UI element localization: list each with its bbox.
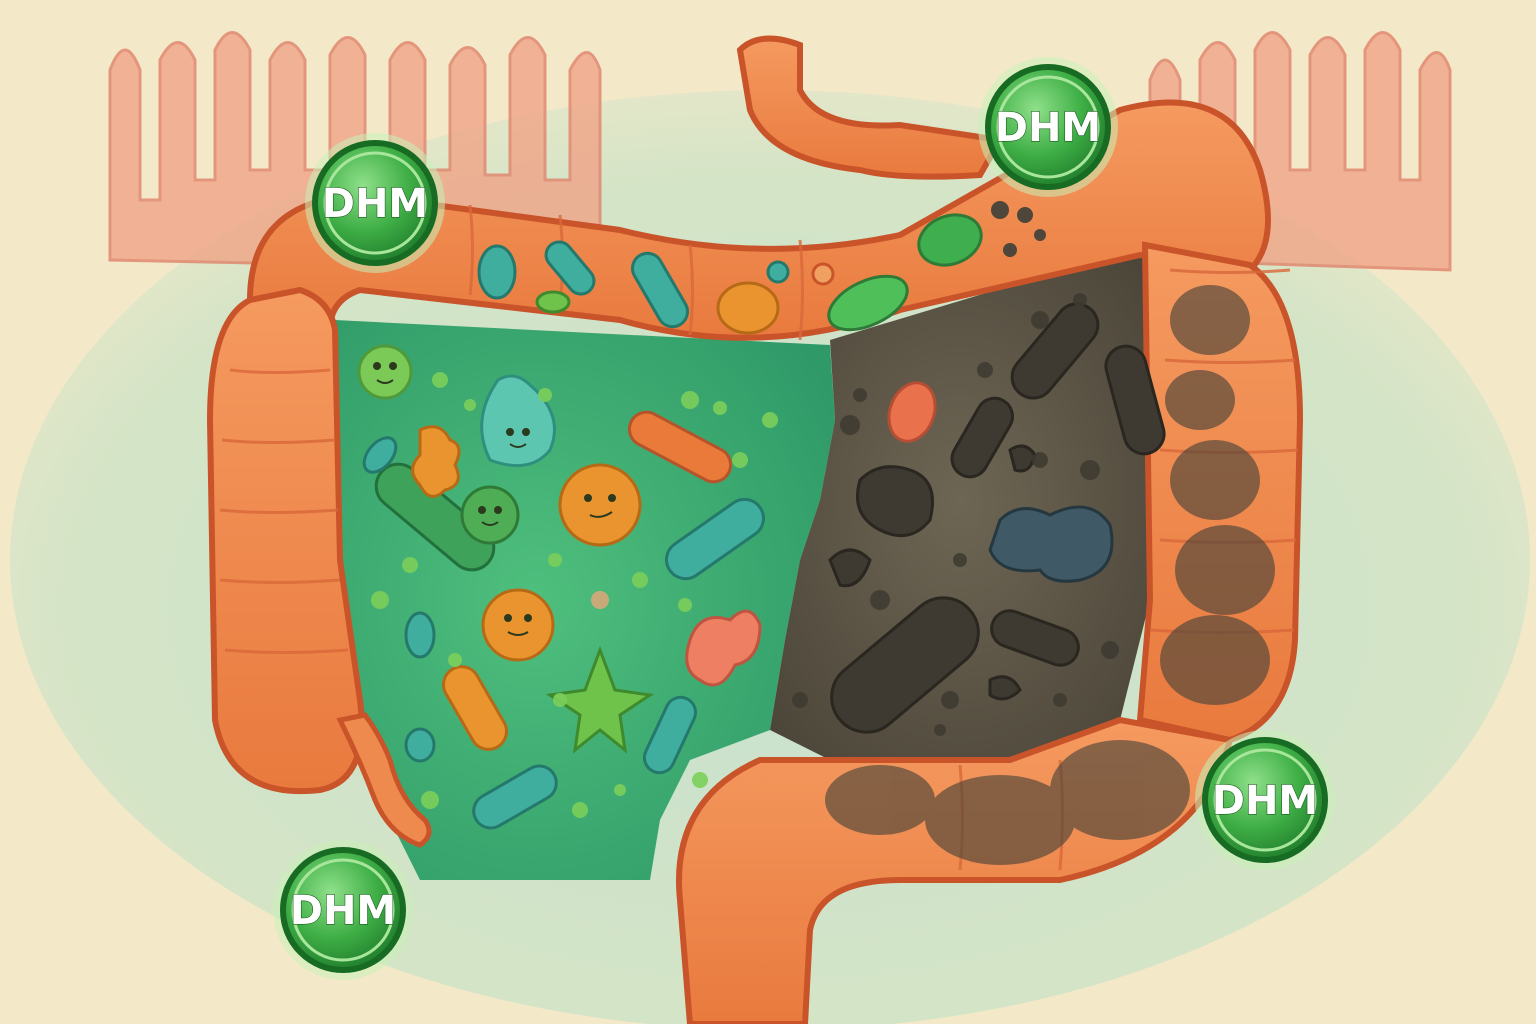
dysbiotic-particles bbox=[792, 293, 1119, 736]
dhm-label: DHM bbox=[1212, 778, 1318, 824]
dhm-badge-top-right: DHM bbox=[978, 57, 1118, 197]
transverse-colon-bacteria bbox=[477, 201, 1046, 335]
blob-bacterium bbox=[411, 425, 461, 498]
dhm-badge-top-left: DHM bbox=[305, 133, 445, 273]
dark-blob-bacterium bbox=[856, 465, 934, 538]
dark-blob-bacterium bbox=[828, 548, 872, 588]
rod-bacterium bbox=[374, 462, 496, 572]
healthy-bacteria bbox=[357, 344, 765, 830]
dark-rod-bacterium bbox=[1104, 344, 1166, 456]
dhm-label: DHM bbox=[290, 888, 396, 934]
dysbiotic-bacteria bbox=[828, 302, 1166, 734]
rod-bacterium bbox=[472, 764, 558, 830]
dhm-badge-bottom-left: DHM bbox=[273, 840, 413, 980]
appendix bbox=[336, 712, 432, 848]
dark-rod-bacterium bbox=[1010, 302, 1100, 400]
ascending-colon bbox=[206, 286, 365, 795]
rod-bacterium bbox=[665, 497, 765, 581]
smiling-bacterium bbox=[481, 588, 555, 662]
dark-rod-bacterium bbox=[990, 609, 1080, 667]
smiling-bacterium bbox=[480, 374, 556, 468]
healthy-particles bbox=[371, 372, 778, 818]
small-intestine bbox=[736, 35, 1005, 180]
dark-blob-bacterium bbox=[988, 505, 1114, 583]
rod-bacterium bbox=[642, 695, 698, 775]
dark-rod-bacterium bbox=[950, 396, 1014, 479]
smiling-bacterium bbox=[357, 344, 413, 400]
smiling-bacterium bbox=[460, 485, 520, 545]
blob-bacterium bbox=[685, 609, 762, 687]
dhm-label: DHM bbox=[995, 105, 1101, 151]
dysbiotic-staining bbox=[825, 285, 1275, 865]
orange-bacterium bbox=[887, 381, 937, 443]
rod-bacterium bbox=[442, 665, 508, 751]
dhm-label: DHM bbox=[322, 181, 428, 227]
smiling-bacterium bbox=[558, 463, 642, 547]
rod-bacterium bbox=[627, 410, 733, 484]
dhm-badge-bottom-right: DHM bbox=[1195, 730, 1335, 870]
dark-rod-bacterium bbox=[830, 596, 980, 734]
bacteria-faces bbox=[373, 362, 616, 636]
